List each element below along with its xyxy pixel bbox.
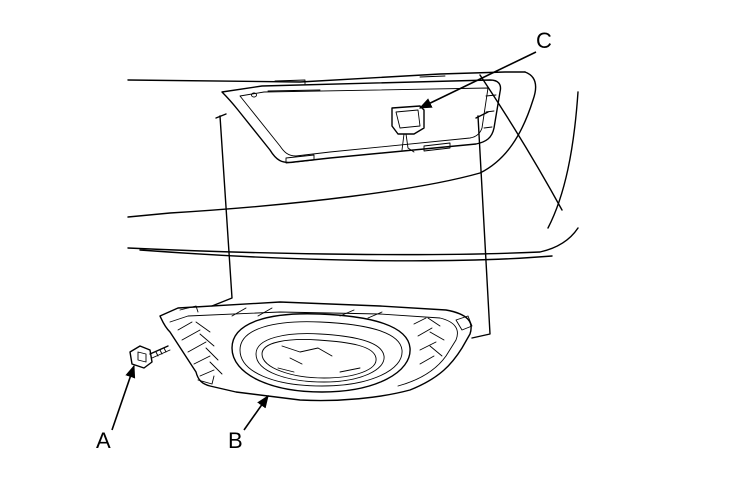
callout-a-label: A xyxy=(96,428,111,453)
leader-b xyxy=(243,394,269,431)
leader-c xyxy=(418,51,537,109)
callout-b-label: B xyxy=(228,428,243,453)
bumper-fog-light-opening xyxy=(221,79,502,164)
leader-a xyxy=(111,364,136,431)
front-bumper xyxy=(127,71,579,262)
callout-leaders xyxy=(111,51,537,431)
callout-c-label: C xyxy=(536,28,552,53)
fog-light-assembly xyxy=(159,301,473,402)
alignment-lines xyxy=(211,111,491,339)
fog-light-lens xyxy=(231,313,411,393)
mounting-bolt xyxy=(129,345,171,369)
